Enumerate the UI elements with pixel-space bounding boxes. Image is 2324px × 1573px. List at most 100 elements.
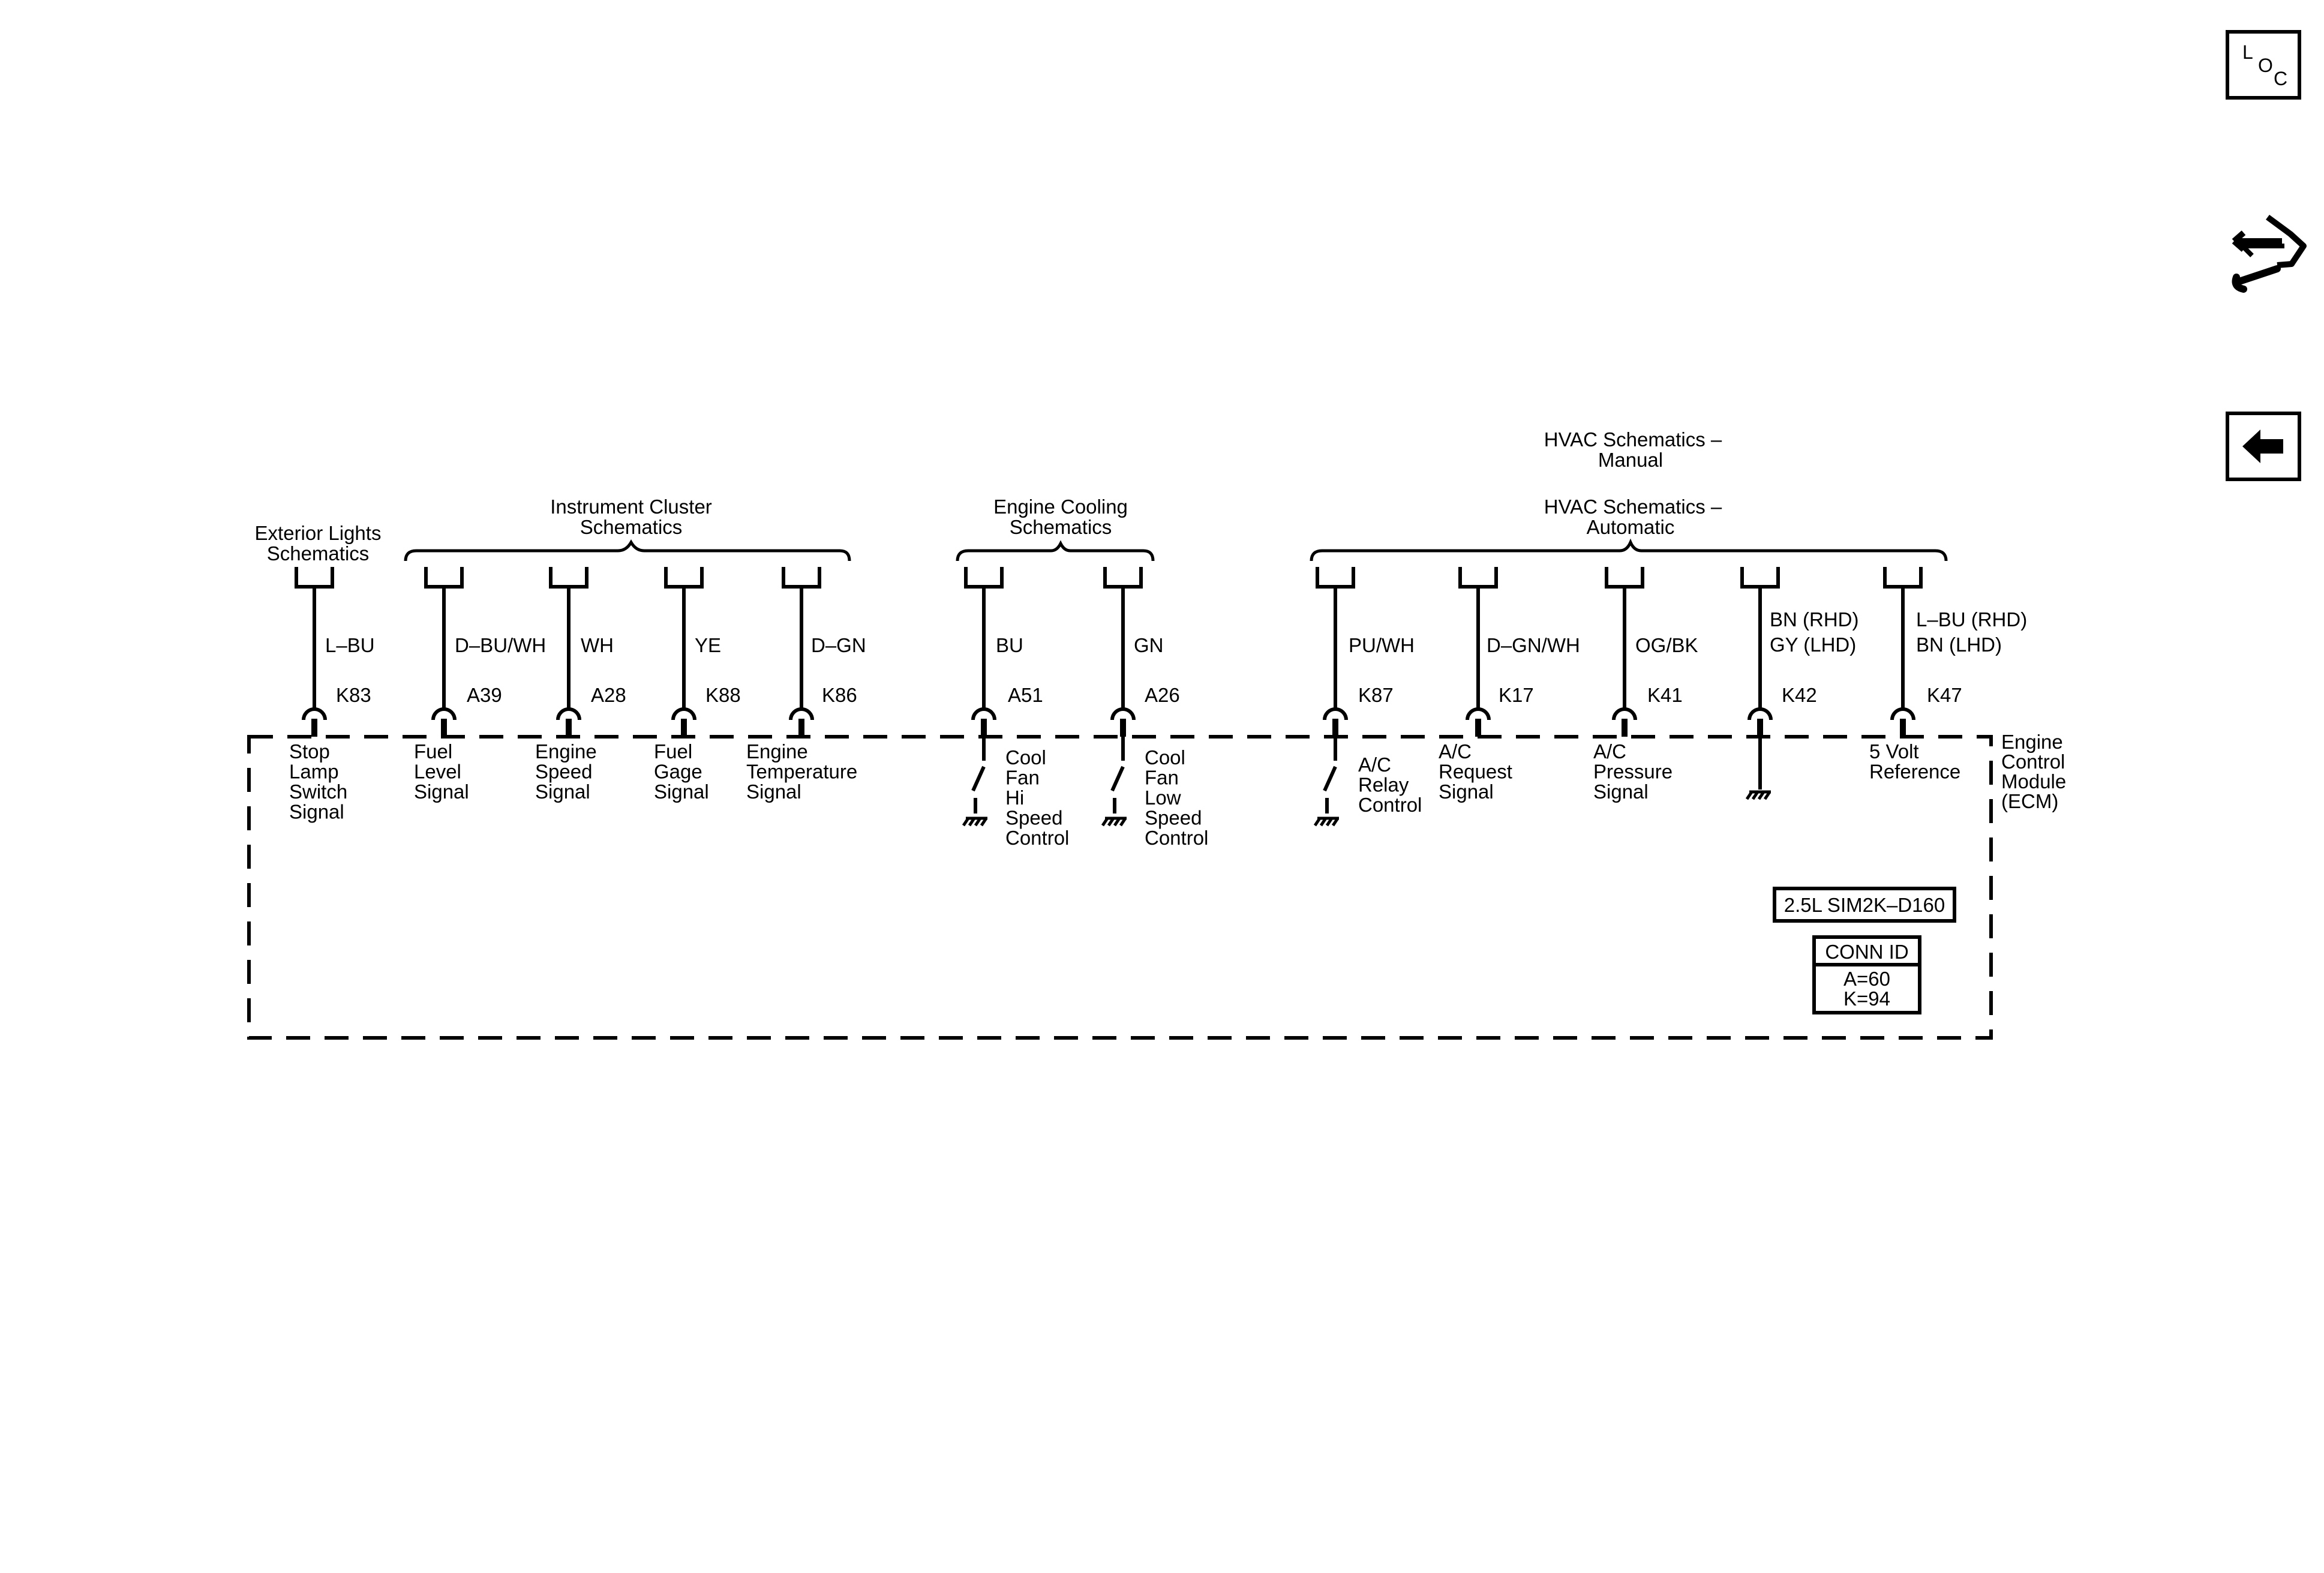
signal-label: Signal [1439,781,1494,803]
pin-block [1757,719,1763,737]
signal-label: A/C [1439,740,1472,763]
pin-block [1120,719,1126,737]
signal-label: Fuel [654,740,692,763]
signal-label: Speed [535,761,592,783]
group-brace-engine-cooling [956,540,1155,562]
signal-label: Stop [289,740,330,763]
group-label-line: HVAC Schematics – [1544,428,1722,451]
pin-block [681,719,687,737]
switch-contact [1323,766,1337,792]
connector-swap-icon [2232,214,2307,293]
group-label-line: Schematics [580,516,683,538]
wire-color: WH [581,634,614,656]
wire-color: L–BU [325,634,375,656]
back-arrow-icon [2242,430,2283,463]
signal-label: Signal [1593,781,1649,803]
harness-connector [664,567,704,589]
pin-id: A26 [1145,684,1180,706]
conn-id-value: K=94 [1843,987,1890,1010]
pin-contact [556,707,581,721]
pin-block [1900,719,1906,737]
ground-symbol [1101,816,1127,827]
pin-block [1475,719,1481,737]
group-label-instrument-cluster[interactable]: Instrument Cluster Schematics [550,496,712,538]
group-label-engine-cooling[interactable]: Engine Cooling Schematics [993,496,1128,538]
wire-color: GN [1134,634,1164,656]
group-label-line: Automatic [1587,516,1675,538]
module-name: Engine Control Module (ECM) [2001,731,2066,812]
pin-block [1622,719,1628,737]
signal-label: Level [414,761,461,783]
group-label-line: Schematics [1010,516,1112,538]
wire-color: GY (LHD) [1770,634,1856,656]
signal-label: Low [1145,786,1181,809]
signal-label: 5 Volt [1869,740,1919,763]
harness-connector [1458,567,1498,589]
ecm-boundary [247,735,1993,1040]
pin-id: A39 [467,684,502,706]
group-label-hvac-automatic[interactable]: HVAC Schematics – Automatic [1544,496,1722,538]
pin-contact [431,707,457,721]
wire-color: BN (LHD) [1916,634,2002,656]
signal-label: Engine [535,740,597,763]
ground-symbol [1745,790,1771,800]
back-button[interactable] [2226,412,2301,481]
signal-label: Reference [1869,761,1960,783]
signal-label: Temperature [746,761,857,783]
pin-contact [971,707,996,721]
pin-block [441,719,447,737]
signal-label: Fan [1005,767,1040,789]
signal-label: Pressure [1593,761,1673,783]
group-label-line: Instrument Cluster [550,496,712,518]
group-brace-instrument-cluster [404,539,851,562]
pin-block [566,719,572,737]
group-label-hvac-manual[interactable]: HVAC Schematics – Manual [1544,428,1722,471]
harness-connector [1883,567,1923,589]
connector-swap-button[interactable] [2220,210,2310,300]
harness-connector [964,567,1004,589]
group-label-exterior-lights[interactable]: Exterior Lights Schematics [255,522,382,565]
loc-icon: L O C [2242,41,2287,89]
module-name-line: Control [2001,751,2065,773]
pin-id: K88 [705,684,741,706]
pin-contact [789,707,814,721]
harness-connector [1605,567,1644,589]
signal-label: Speed [1005,807,1062,829]
ground-symbol [962,816,988,827]
group-label-line: Schematics [267,542,370,565]
wire-color: D–GN/WH [1487,634,1580,656]
conn-id-table: CONN ID A=60 K=94 [1812,935,1921,1014]
signal-label: Signal [289,801,344,823]
pin-id: K83 [336,684,371,706]
wire-color: PU/WH [1349,634,1415,656]
signal-label: Control [1005,827,1069,849]
harness-connector [782,567,821,589]
circuit-k42[interactable]: BN (RHD)GY (LHD)K42 [1740,567,1858,800]
wire-color: D–BU/WH [455,634,546,656]
harness-connector [1103,567,1143,589]
pin-block [1332,719,1338,737]
signal-label: Signal [535,781,590,803]
harness-connector [424,567,464,589]
loc-letter: C [2274,68,2287,89]
wire-color: OG/BK [1635,634,1698,656]
pin-id: K86 [822,684,857,706]
pin-block [311,719,317,737]
signal-label: Control [1145,827,1208,849]
pin-contact [1747,707,1773,721]
signal-label: Lamp [289,761,339,783]
loc-button[interactable]: L O C [2226,30,2301,100]
signal-label: A/C [1358,754,1391,776]
